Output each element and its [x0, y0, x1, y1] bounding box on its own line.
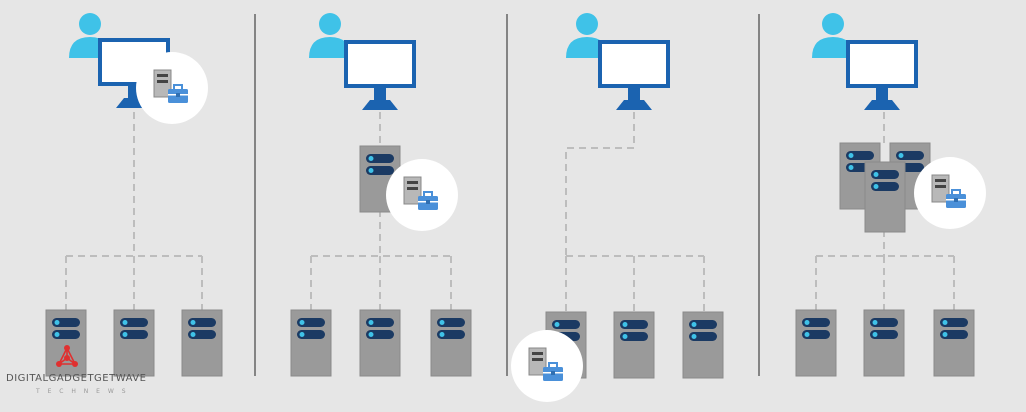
- watermark-subtext: T E C H N E W S: [36, 388, 129, 395]
- user-icon: [812, 13, 854, 58]
- mini-server-icon: [931, 174, 950, 203]
- mini-server-icon: [403, 176, 422, 205]
- user-icon: [309, 13, 351, 58]
- user-icon: [566, 13, 608, 58]
- watermark-text: DIGITALGADGETGETWAVE: [6, 373, 147, 384]
- server-icon: [682, 311, 724, 379]
- badges: [56, 52, 986, 402]
- server-icon: [864, 161, 906, 233]
- server-icon: [933, 309, 975, 377]
- server-icon: [45, 309, 87, 377]
- server-icon: [181, 309, 223, 377]
- connectors: [65, 112, 955, 312]
- server-icon: [795, 309, 837, 377]
- server-icon: [113, 309, 155, 377]
- mini-server-icon: [528, 347, 547, 376]
- service-badge: [511, 330, 583, 402]
- watermark-logo-icon: [56, 345, 78, 367]
- monitor-icon: [846, 40, 918, 110]
- server-icon: [863, 309, 905, 377]
- mini-server-icon: [153, 69, 172, 98]
- server-icon: [430, 309, 472, 377]
- monitor-icon: [598, 40, 670, 110]
- server-icon: [290, 309, 332, 377]
- briefcase-icon: [418, 191, 438, 210]
- briefcase-icon: [946, 189, 966, 208]
- briefcase-icon: [168, 84, 188, 103]
- panel-dividers: [254, 14, 760, 376]
- server-icon: [613, 311, 655, 379]
- service-badge: [136, 52, 208, 124]
- service-badge: [386, 159, 458, 231]
- service-badge: [914, 157, 986, 229]
- trunk-connector: [565, 112, 635, 256]
- monitor-icon: [344, 40, 416, 110]
- briefcase-icon: [543, 362, 563, 381]
- server-icon: [359, 309, 401, 377]
